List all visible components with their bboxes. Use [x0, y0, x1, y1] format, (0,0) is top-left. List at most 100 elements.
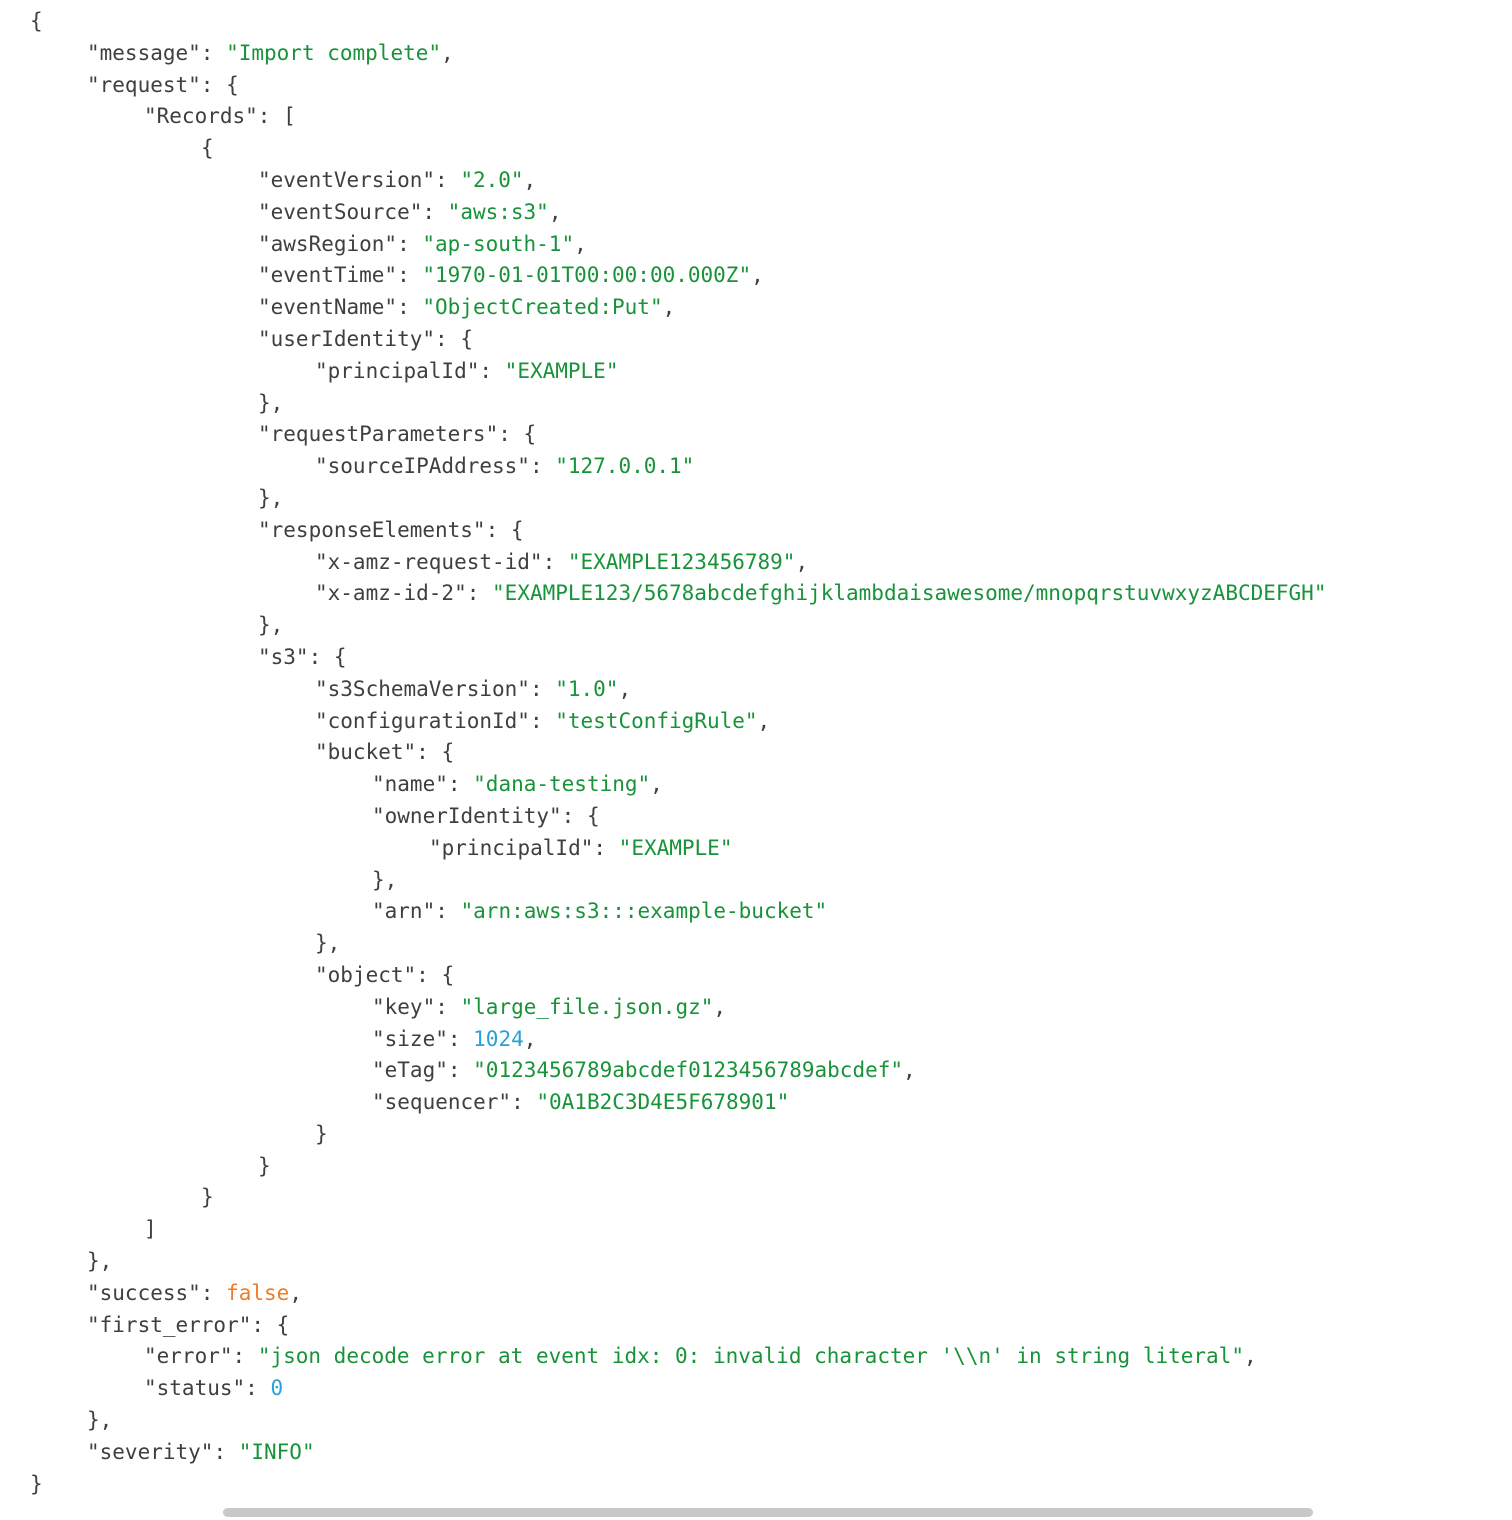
json-token-punctuation: , [574, 231, 587, 256]
json-token-punctuation: }, [87, 1408, 113, 1433]
json-token-key: "error" [144, 1344, 233, 1369]
code-line: "size": 1024, [30, 1024, 1512, 1056]
code-line: "name": "dana-testing", [30, 769, 1512, 801]
json-token-string: "127.0.0.1" [555, 454, 695, 479]
json-token-punctuation: }, [315, 931, 341, 956]
json-token-punctuation: , [523, 167, 537, 192]
json-token-punctuation: : [435, 167, 461, 192]
json-token-key: "success" [87, 1280, 201, 1305]
json-token-punctuation: } [315, 1121, 328, 1146]
json-token-punctuation: , [1243, 1344, 1257, 1369]
code-line: "requestParameters": { [30, 419, 1512, 451]
json-token-string: "1970-01-01T00:00:00.000Z" [422, 263, 752, 288]
json-token-key: "requestParameters" [258, 422, 499, 447]
code-line: { [30, 6, 1512, 38]
json-token-punctuation: : [245, 1376, 271, 1401]
json-token-punctuation: { [441, 962, 455, 987]
code-line: "key": "large_file.json.gz", [30, 992, 1512, 1024]
json-token-key: "x-amz-id-2" [315, 581, 467, 606]
code-line: }, [30, 865, 1512, 897]
json-token-punctuation: : [529, 454, 556, 479]
code-line: "success": false, [30, 1278, 1512, 1310]
code-line: "principalId": "EXAMPLE" [30, 833, 1512, 865]
json-token-string: "large_file.json.gz" [460, 994, 714, 1019]
json-token-punctuation: { [523, 422, 537, 447]
code-line: "sequencer": "0A1B2C3D4E5F678901" [30, 1087, 1512, 1119]
json-token-punctuation: ] [144, 1217, 157, 1242]
json-token-string: "json decode error at event idx: 0: inva… [257, 1344, 1244, 1369]
code-line: }, [30, 610, 1512, 642]
code-line: "awsRegion": "ap-south-1", [30, 229, 1512, 261]
json-token-string: "EXAMPLE123456789" [567, 549, 796, 574]
json-token-string: "EXAMPLE123/5678abcdefghijklambdaisaweso… [492, 581, 1327, 606]
json-token-punctuation: , [441, 40, 454, 65]
json-token-key: "message" [87, 40, 201, 65]
json-token-punctuation: : [200, 72, 227, 97]
code-line: { [30, 133, 1512, 165]
code-line: "ownerIdentity": { [30, 801, 1512, 833]
json-token-string: "EXAMPLE" [504, 358, 619, 383]
json-token-string: "dana-testing" [473, 772, 651, 797]
json-token-punctuation: { [441, 740, 455, 765]
code-line: } [30, 1182, 1512, 1214]
json-token-punctuation: : [529, 676, 556, 701]
json-token-string: "1.0" [555, 676, 619, 701]
json-token-punctuation: : [447, 1058, 474, 1083]
json-token-punctuation: , [289, 1280, 302, 1305]
code-line: }, [30, 483, 1512, 515]
code-line: "severity": "INFO" [30, 1437, 1512, 1469]
code-line: "responseElements": { [30, 515, 1512, 547]
code-line: "object": { [30, 960, 1512, 992]
json-token-punctuation: }, [258, 485, 284, 510]
json-token-punctuation: { [510, 517, 524, 542]
code-line: "arn": "arn:aws:s3:::example-bucket" [30, 896, 1512, 928]
code-line: "first_error": { [30, 1310, 1512, 1342]
json-token-punctuation: { [201, 136, 214, 161]
json-token-punctuation: [ [283, 104, 296, 129]
json-token-punctuation: : [213, 1439, 239, 1464]
json-token-punctuation: : [498, 422, 524, 447]
json-token-punctuation: : [466, 581, 493, 606]
code-line: "error": "json decode error at event idx… [30, 1341, 1512, 1373]
json-token-key: "x-amz-request-id" [315, 549, 543, 574]
json-token-punctuation: : [397, 231, 423, 256]
json-token-punctuation: : [447, 1026, 474, 1051]
json-token-punctuation: { [460, 326, 473, 351]
json-token-punctuation: : [416, 740, 442, 765]
json-token-key: "eventSource" [258, 199, 423, 224]
code-line: "status": 0 [30, 1373, 1512, 1405]
json-token-key: "eTag" [372, 1058, 448, 1083]
code-line: "Records": [ [30, 101, 1512, 133]
json-token-punctuation: }, [372, 867, 398, 892]
json-token-string: "Import complete" [226, 40, 442, 65]
horizontal-scrollbar-thumb[interactable] [223, 1508, 1313, 1517]
json-token-punctuation: , [650, 772, 663, 797]
json-token-number: 0 [270, 1376, 284, 1401]
json-token-punctuation: : [479, 358, 505, 383]
json-token-string: "testConfigRule" [555, 708, 758, 733]
json-token-punctuation: : [397, 263, 423, 288]
json-token-key: "configurationId" [315, 708, 530, 733]
json-token-punctuation: }, [87, 1249, 113, 1274]
json-token-punctuation: { [586, 803, 600, 828]
code-line: "x-amz-request-id": "EXAMPLE123456789", [30, 547, 1512, 579]
json-token-key: "awsRegion" [258, 231, 398, 256]
json-token-key: "status" [144, 1376, 246, 1401]
json-token-punctuation: : [447, 772, 474, 797]
json-token-punctuation: , [757, 708, 771, 733]
json-token-punctuation: : [485, 517, 511, 542]
json-token-punctuation: , [713, 994, 727, 1019]
json-token-punctuation: }, [258, 390, 284, 415]
code-line: "x-amz-id-2": "EXAMPLE123/5678abcdefghij… [30, 578, 1512, 610]
code-line: }, [30, 1405, 1512, 1437]
code-line: "message": "Import complete", [30, 38, 1512, 70]
json-token-punctuation: { [30, 9, 43, 33]
json-token-key: "ownerIdentity" [372, 803, 562, 828]
json-token-key: "s3" [258, 644, 309, 669]
json-token-key: "severity" [87, 1439, 214, 1464]
json-token-punctuation: : [397, 295, 423, 320]
json-token-key: "principalId" [315, 358, 480, 383]
json-token-punctuation: : [435, 326, 461, 351]
code-line: }, [30, 928, 1512, 960]
